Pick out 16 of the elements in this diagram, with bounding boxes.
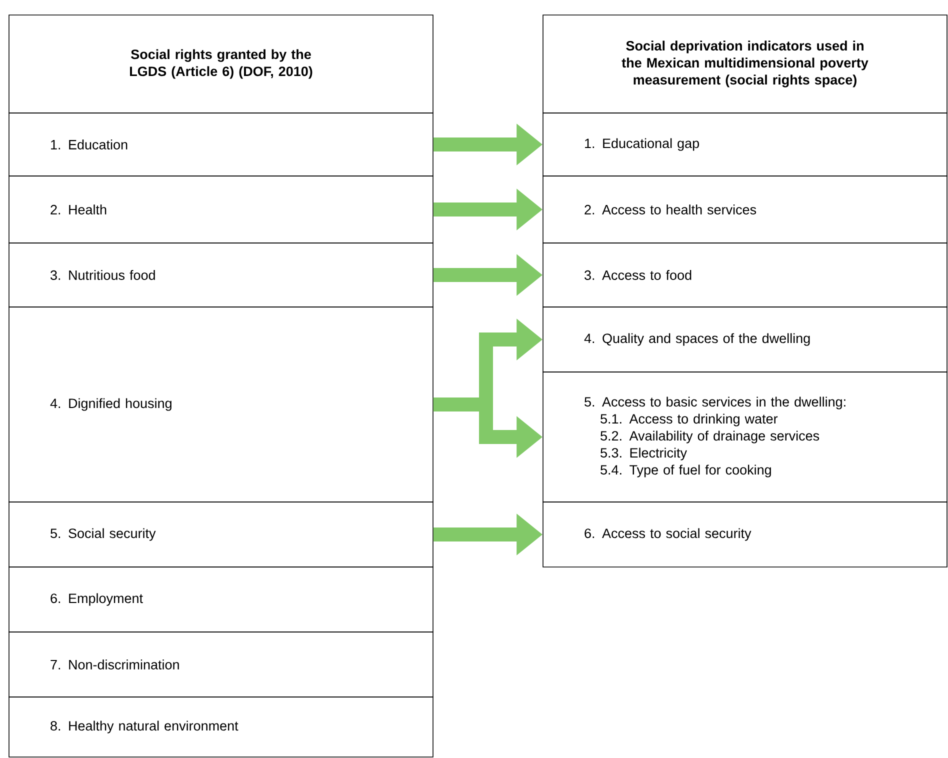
table-cell: 4. Dignified housing	[8, 306, 434, 502]
table-cell: 1. Educational gap	[542, 112, 948, 176]
table-cell: 7. Non-discrimination	[8, 632, 434, 698]
table-cell: 3. Access to food	[542, 242, 948, 308]
table-cell: 5. Social security	[8, 502, 434, 568]
table-cell: 6. Employment	[8, 566, 434, 632]
table-cell: 1. Education	[8, 112, 434, 176]
table-cell: 5. Access to basic services in the dwelling: 5.1. Access to drinking water 5.2. Availability of drainage services 5.3. Electricity 5.4. Type of fuel for cooking	[542, 372, 948, 502]
table-cell: 2. Health	[8, 176, 434, 244]
table-header: Social rights granted by the LGDS (Article 6) (DOF, 2010)	[8, 14, 434, 114]
table-cell: 2. Access to health services	[542, 176, 948, 244]
table-header: Social deprivation indicators used in the Mexican multidimensional poverty measurement (social rights space)	[542, 14, 948, 114]
table-cell: 3. Nutritious food	[8, 242, 434, 308]
table-cell: 6. Access to social security	[542, 502, 948, 568]
table-cell: 8. Healthy natural environment	[8, 696, 434, 758]
table-cell: 4. Quality and spaces of the dwelling	[542, 306, 948, 372]
